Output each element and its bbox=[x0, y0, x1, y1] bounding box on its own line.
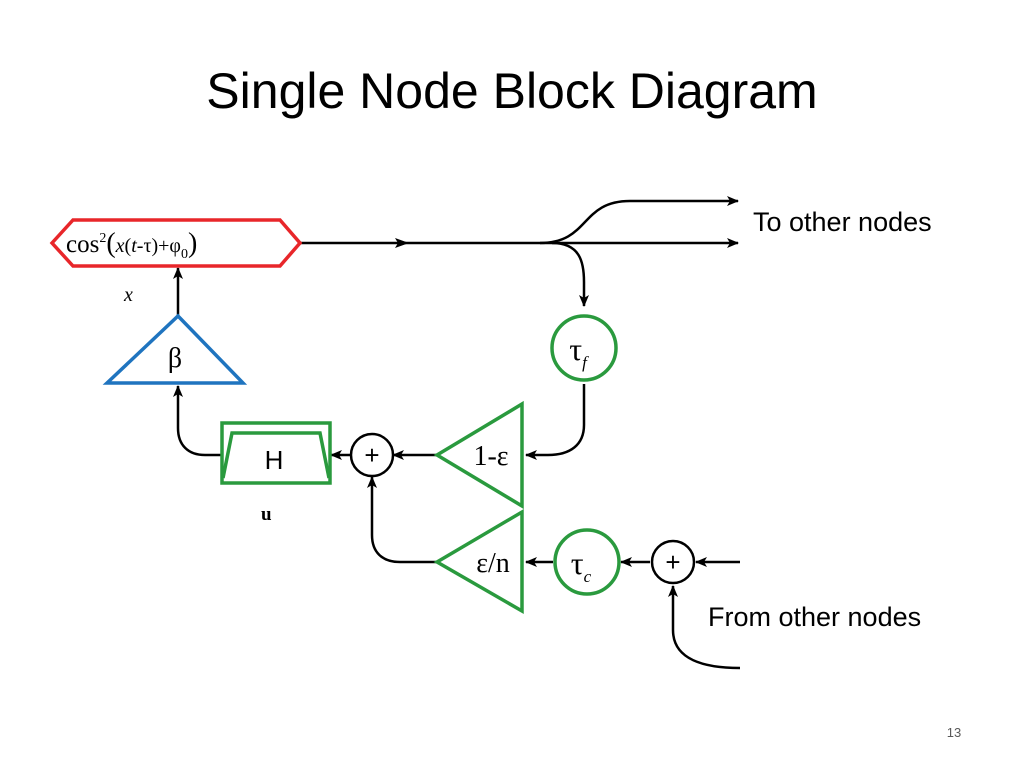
nonlinearity-minus-tau: -τ)+φ bbox=[137, 235, 181, 257]
slide-number: 13 bbox=[946, 725, 962, 740]
filter-response-icon bbox=[221, 431, 331, 479]
filter-to-beta-line bbox=[173, 385, 222, 457]
nonlinearity-paren-t: ( bbox=[125, 235, 132, 257]
svg-text:τc: τc bbox=[571, 545, 592, 586]
nonlinearity-cos: cos bbox=[66, 231, 99, 258]
summation-plus: + bbox=[364, 440, 379, 470]
svg-text:cos2(x(t-τ)+φ0): cos2(x(t-τ)+φ0) bbox=[66, 228, 197, 262]
tau-f-delay-block: τf bbox=[550, 314, 618, 382]
nonlinearity-t: t bbox=[131, 235, 137, 257]
coupling-to-sum-line bbox=[367, 476, 437, 564]
filter-block: H bbox=[220, 421, 332, 485]
beta-label: β bbox=[168, 343, 182, 374]
tau-c-delay-block: τc bbox=[553, 528, 621, 596]
beta-gain-block: β bbox=[102, 313, 248, 385]
to-other-nodes-line-upper bbox=[539, 196, 739, 245]
filter-label: H bbox=[265, 445, 284, 475]
summation-junction: + bbox=[349, 432, 395, 478]
x-label: x bbox=[123, 284, 133, 306]
feedback-gain-block: 1-ε bbox=[433, 400, 524, 510]
tau-f-to-gain-line bbox=[525, 384, 586, 460]
from-other-nodes-label: From other nodes bbox=[708, 602, 921, 632]
nonlinearity-phi-sub: 0 bbox=[181, 247, 188, 262]
feedback-gain-label: 1-ε bbox=[473, 441, 508, 472]
input-summation-plus: + bbox=[665, 547, 680, 577]
output-mid-arrow bbox=[395, 238, 409, 248]
input-summation-junction: + bbox=[650, 539, 696, 585]
tau-c-symbol: τ bbox=[571, 545, 584, 581]
u-label: u bbox=[261, 504, 272, 525]
to-other-nodes-label: To other nodes bbox=[753, 207, 932, 237]
nonlinearity-close: ) bbox=[188, 228, 197, 259]
svg-text:τf: τf bbox=[569, 331, 589, 372]
feedback-branch-line bbox=[551, 241, 589, 307]
coupling-gain-block: ε/n bbox=[433, 508, 524, 615]
tau-c-sub: c bbox=[584, 567, 592, 586]
nonlinearity-open: ( bbox=[106, 228, 115, 259]
tau-f-sub: f bbox=[582, 353, 589, 372]
slide-title: Single Node Block Diagram bbox=[206, 63, 818, 119]
nonlinearity-block: cos2(x(t-τ)+φ0) bbox=[49, 218, 303, 268]
nonlinearity-x: x bbox=[115, 235, 125, 257]
from-other-nodes-line-lower bbox=[668, 585, 741, 670]
tau-f-symbol: τ bbox=[569, 331, 582, 367]
nonlinearity-sup: 2 bbox=[99, 231, 106, 246]
coupling-gain-label: ε/n bbox=[476, 548, 510, 579]
